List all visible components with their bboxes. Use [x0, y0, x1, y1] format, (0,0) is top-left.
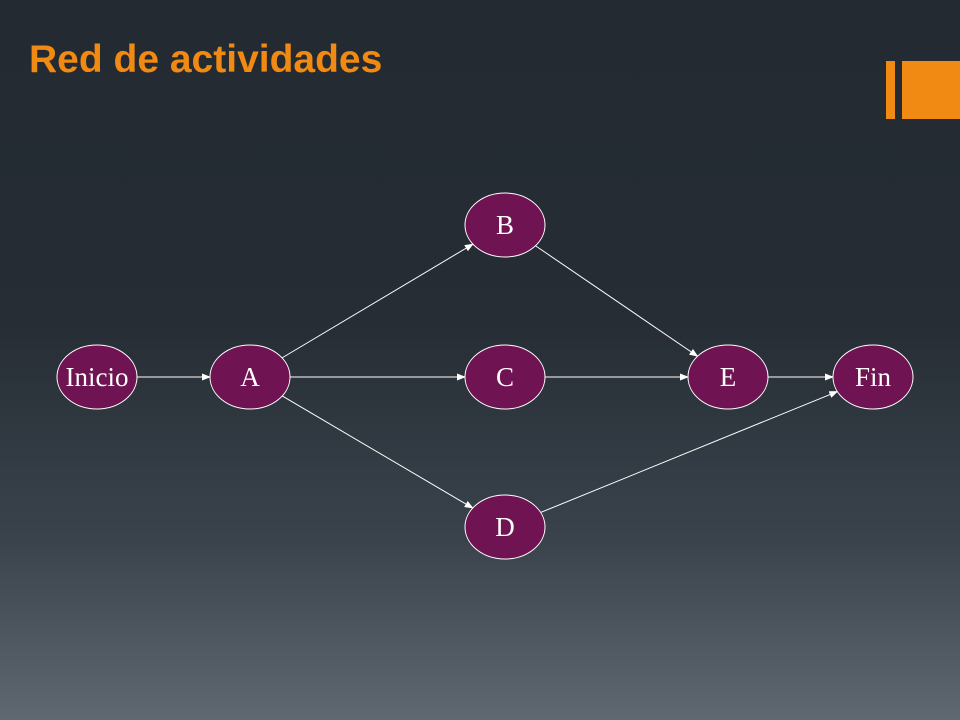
- slide-title: Red de actividades: [29, 38, 383, 81]
- node-a-label: A: [240, 362, 260, 392]
- node-c-label: C: [496, 362, 514, 392]
- node-c-shape: [464, 344, 546, 410]
- node-b-shape: [464, 192, 546, 258]
- edge-layer: [137, 243, 839, 513]
- node-inicio: Inicio: [56, 344, 138, 410]
- node-e-shape: [687, 344, 769, 410]
- accent-bar: [886, 61, 895, 119]
- edge-b-to-e: [535, 245, 699, 357]
- node-d-label: D: [495, 512, 515, 542]
- edge-d-to-fin: [540, 391, 839, 513]
- node-layer: Inicio A B C D E Fin: [56, 192, 914, 560]
- node-d: D: [464, 494, 546, 560]
- node-a-shape: [209, 344, 291, 410]
- node-fin-label: Fin: [855, 362, 892, 392]
- node-a: A: [209, 344, 291, 410]
- edge-a-to-d: [281, 395, 474, 509]
- node-b: B: [464, 192, 546, 258]
- node-fin-shape: [832, 344, 914, 410]
- node-fin: Fin: [832, 344, 914, 410]
- node-c: C: [464, 344, 546, 410]
- node-b-label: B: [496, 210, 514, 240]
- node-inicio-shape: [56, 344, 138, 410]
- node-inicio-label: Inicio: [66, 362, 129, 392]
- edge-a-to-b: [281, 243, 474, 359]
- accent-block: [902, 61, 960, 119]
- node-e-label: E: [720, 362, 737, 392]
- node-e: E: [687, 344, 769, 410]
- node-d-shape: [464, 494, 546, 560]
